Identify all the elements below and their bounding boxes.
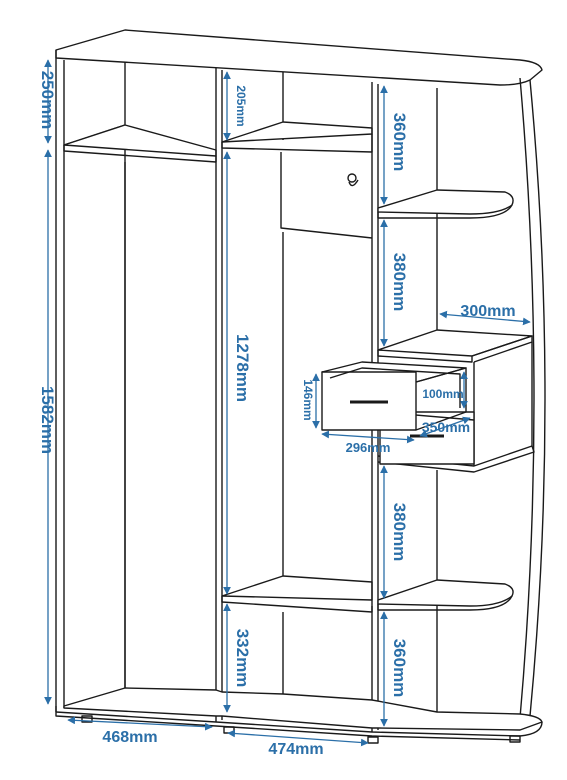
top-panel xyxy=(55,29,543,86)
label-left-full-height: 1582mm xyxy=(38,386,57,454)
label-top-left-height: 250mm xyxy=(38,71,57,130)
label-left-width: 468mm xyxy=(102,729,157,746)
label-drawer-width: 296mm xyxy=(346,440,391,455)
right-upper-shelf xyxy=(377,189,514,219)
left-section xyxy=(63,62,217,690)
label-drawer-height: 146mm xyxy=(301,379,315,420)
label-middle-width: 474mm xyxy=(268,741,323,758)
label-drawer-block-depth: 300mm xyxy=(460,303,515,320)
dimension-labels: 250mm 1582mm 468mm 205mm 1278mm 332mm 47… xyxy=(38,71,516,758)
label-right-top-height: 360mm xyxy=(390,113,409,172)
left-side-panel xyxy=(55,58,65,712)
right-section xyxy=(321,77,546,719)
coat-hook-icon xyxy=(347,173,359,187)
right-lower-shelf xyxy=(377,579,514,611)
label-middle-hanging-height: 1278mm xyxy=(233,334,252,402)
curved-side-panel xyxy=(519,77,546,719)
bottom-base xyxy=(55,687,543,744)
label-right-upper-shelf: 380mm xyxy=(390,253,409,312)
label-drawer-inner-height: 100mm xyxy=(422,387,463,401)
label-middle-bottom-height: 332mm xyxy=(233,629,252,688)
open-drawer xyxy=(321,361,467,431)
dimension-lines xyxy=(44,59,531,747)
label-right-lower-shelf: 380mm xyxy=(390,503,409,562)
cabinet-outline xyxy=(55,29,546,744)
middle-section xyxy=(221,72,373,694)
divider-left xyxy=(215,68,223,722)
label-drawer-depth: 350mm xyxy=(422,419,470,435)
label-middle-top-height: 205mm xyxy=(234,85,248,126)
label-right-bottom-height: 360mm xyxy=(390,639,409,698)
